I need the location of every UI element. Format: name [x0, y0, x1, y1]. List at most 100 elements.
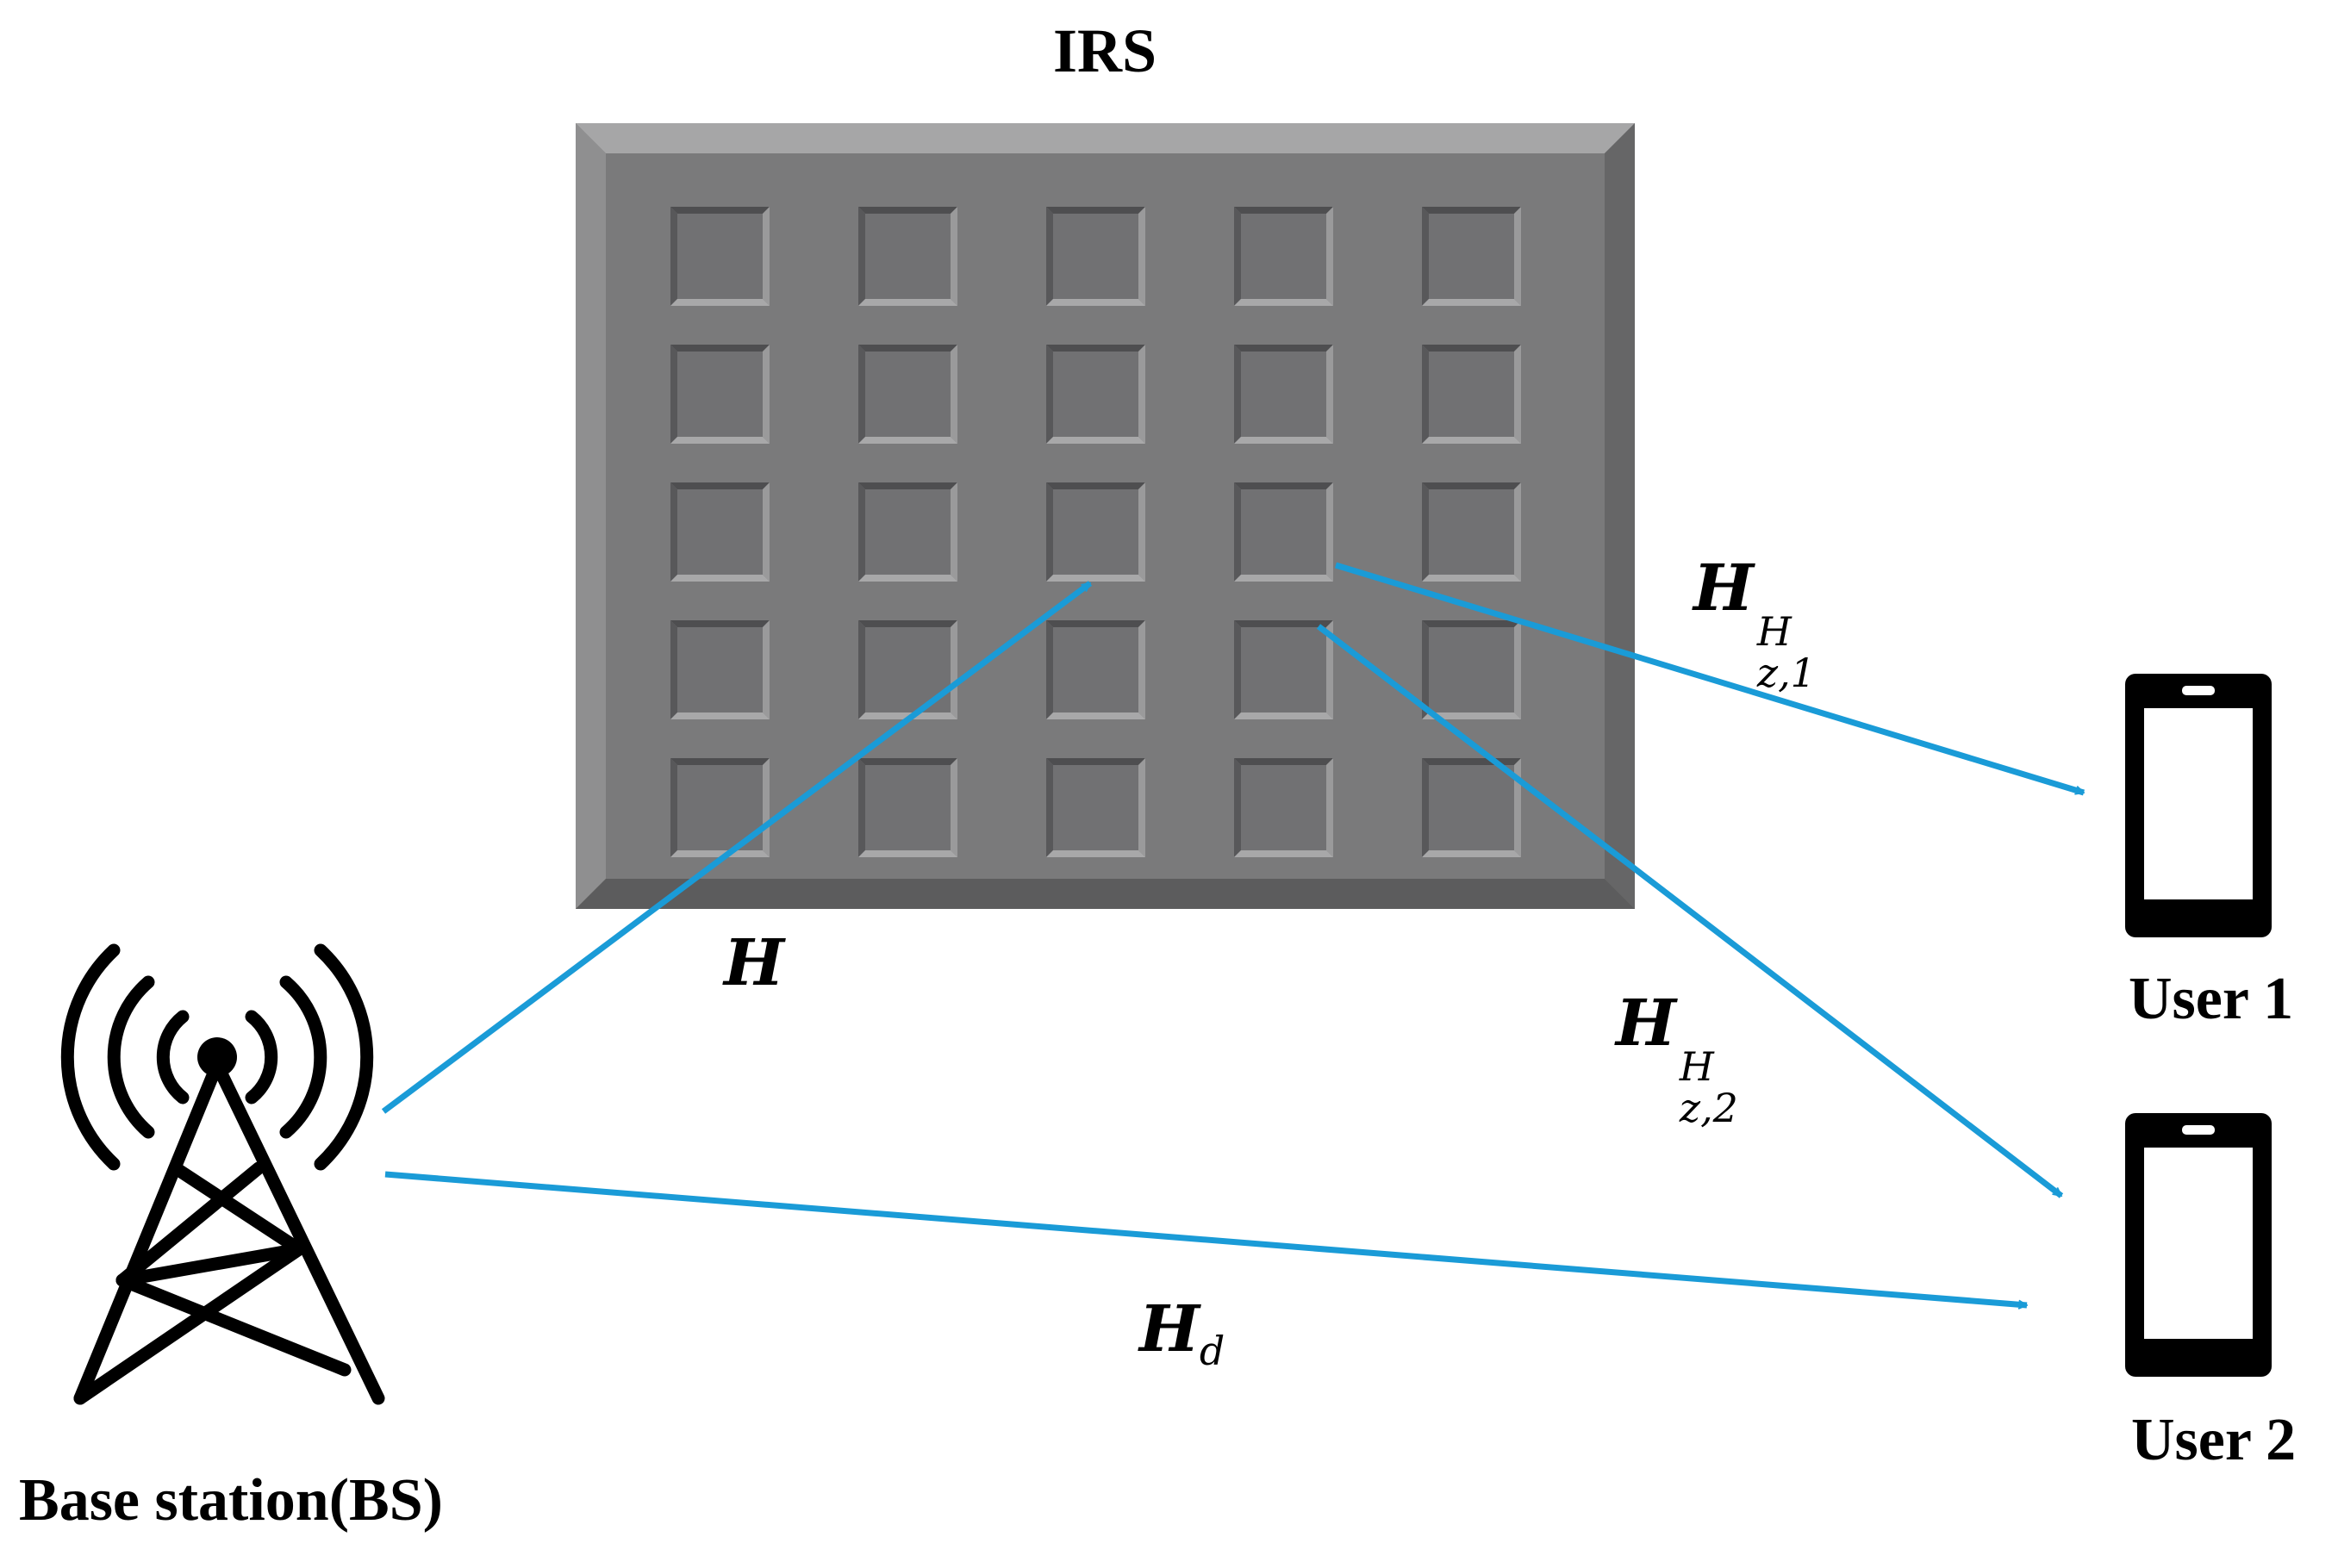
irs-element-face	[1429, 489, 1514, 575]
irs-element-face	[1422, 207, 1429, 306]
channel-h-arrow	[381, 581, 1093, 1114]
irs-element	[1234, 620, 1333, 719]
irs-element-face	[1241, 489, 1326, 575]
irs-element-face	[1422, 207, 1521, 214]
irs-element-face	[1241, 352, 1326, 437]
irs-element-face	[1138, 620, 1145, 719]
irs-element-face	[1422, 482, 1429, 582]
irs-element	[858, 482, 957, 582]
irs-element-face	[858, 758, 957, 765]
irs-element-face	[670, 207, 770, 214]
irs-element-face	[1234, 437, 1333, 444]
irs-element-grid	[670, 207, 1521, 857]
irs-element-face	[1053, 214, 1138, 299]
irs-element-face	[858, 207, 957, 214]
irs-element-face	[677, 352, 763, 437]
irs-element-face	[1138, 758, 1145, 857]
irs-bevel-bottom	[576, 879, 1635, 909]
irs-element-face	[1046, 345, 1053, 444]
irs-element-face	[858, 207, 865, 306]
irs-element-face	[1046, 620, 1145, 627]
irs-element	[1422, 207, 1521, 306]
irs-element-face	[1046, 207, 1145, 214]
irs-element-face	[1234, 758, 1241, 857]
irs-element-face	[677, 489, 763, 575]
irs-element	[1234, 758, 1333, 857]
irs-element-face	[1234, 482, 1241, 582]
irs-element-face	[1422, 620, 1521, 627]
irs-element-face	[858, 620, 957, 627]
irs-element-face	[670, 482, 770, 489]
irs-element-face	[1422, 299, 1521, 306]
irs-element-face	[677, 214, 763, 299]
irs-element	[858, 345, 957, 444]
irs-element-face	[858, 850, 957, 857]
irs-element-face	[1234, 345, 1333, 352]
irs-element-face	[1234, 207, 1333, 214]
irs-element-face	[670, 345, 770, 352]
irs-element-face	[858, 575, 957, 582]
irs-bevel-top	[576, 123, 1635, 153]
irs-element-face	[1046, 758, 1145, 765]
irs-element-face	[670, 850, 770, 857]
irs-panel	[576, 123, 1635, 909]
irs-element-face	[1046, 482, 1145, 489]
channel-hz1-main: H	[1693, 551, 1754, 625]
irs-element-face	[1046, 712, 1145, 719]
irs-element	[1422, 345, 1521, 444]
irs-element-face	[1234, 482, 1333, 489]
irs-element-face	[1514, 620, 1521, 719]
irs-element-face	[1422, 620, 1429, 719]
irs-element-face	[951, 345, 957, 444]
irs-element	[1422, 758, 1521, 857]
channel-h-symbol: H	[724, 926, 784, 1000]
irs-element-face	[1138, 207, 1145, 306]
irs-element-face	[1046, 299, 1145, 306]
irs-element-face	[670, 299, 770, 306]
irs-element-face	[865, 489, 951, 575]
channel-hz2-sub: z,2	[1679, 1084, 1738, 1131]
irs-element-face	[1234, 758, 1333, 765]
irs-element-face	[858, 620, 865, 719]
irs-element-face	[865, 352, 951, 437]
irs-element	[670, 482, 770, 582]
irs-element-face	[1138, 482, 1145, 582]
irs-element-face	[670, 620, 677, 719]
irs-element-face	[951, 482, 957, 582]
irs-element-face	[1422, 437, 1521, 444]
channel-hz1-sub: z,1	[1756, 649, 1816, 696]
irs-element-face	[670, 575, 770, 582]
irs-element-face	[1514, 482, 1521, 582]
irs-element-face	[1514, 345, 1521, 444]
irs-element-face	[1234, 207, 1241, 306]
irs-element	[1234, 345, 1333, 444]
irs-element-face	[1422, 712, 1521, 719]
irs-element	[670, 758, 770, 857]
irs-element	[1046, 758, 1145, 857]
irs-element-face	[951, 207, 957, 306]
base-station-tower-icon	[60, 943, 385, 1405]
irs-element	[1046, 207, 1145, 306]
irs-element-face	[1326, 345, 1333, 444]
irs-element-face	[670, 758, 677, 857]
irs-bevel-left	[576, 123, 606, 909]
irs-element-face	[1046, 758, 1053, 857]
irs-element-face	[1326, 620, 1333, 719]
channel-hd-main: H	[1139, 1292, 1200, 1366]
irs-element	[858, 758, 957, 857]
irs-element-face	[1422, 575, 1521, 582]
irs-element-face	[1234, 575, 1333, 582]
irs-element-face	[670, 345, 677, 444]
irs-element-face	[763, 207, 770, 306]
irs-element-face	[1234, 345, 1241, 444]
irs-element-face	[670, 620, 770, 627]
irs-element-face	[1046, 575, 1145, 582]
irs-element-face	[1234, 712, 1333, 719]
irs-element-face	[1234, 620, 1333, 627]
irs-element	[1046, 620, 1145, 719]
irs-bevel-right	[1605, 123, 1635, 909]
